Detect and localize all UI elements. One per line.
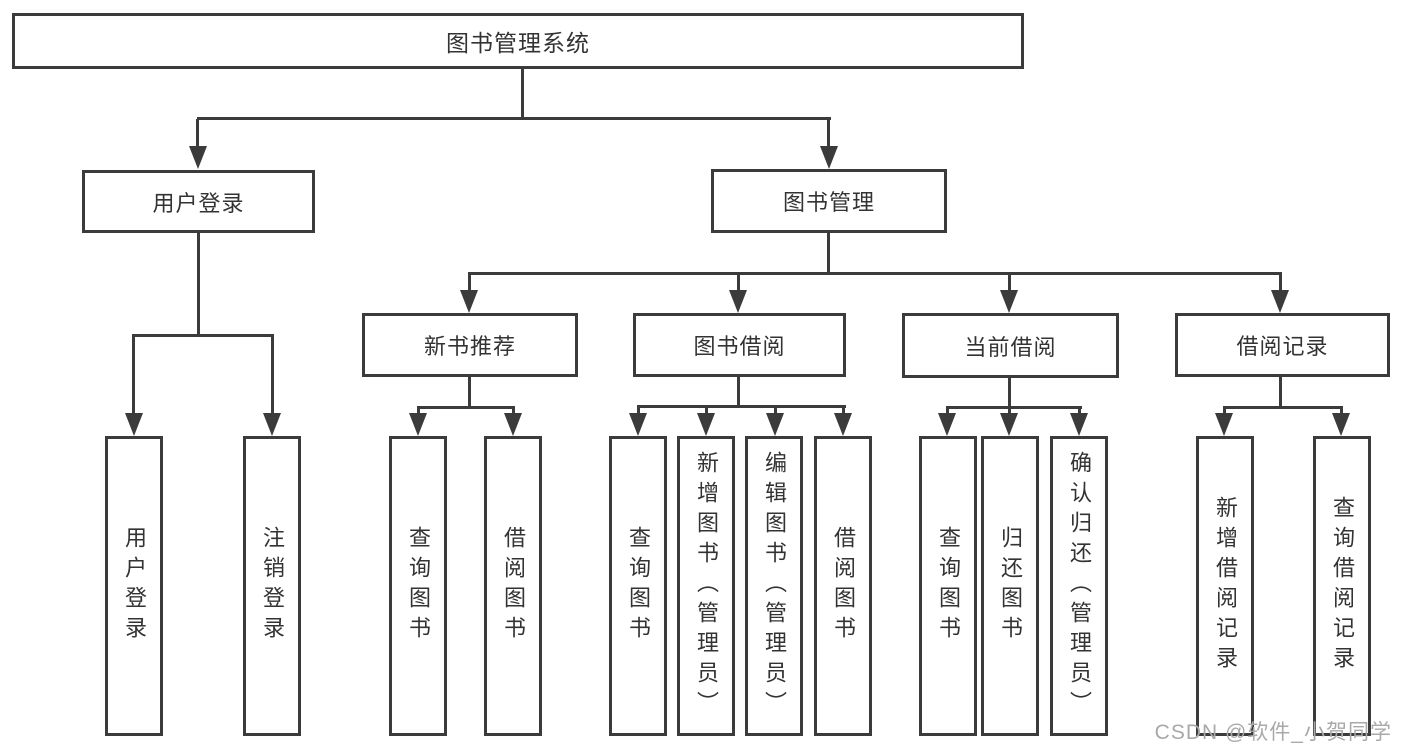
leaf-query-book-current: 查询图书 [919, 436, 977, 736]
node-label: 当前借阅 [964, 334, 1057, 360]
arrow-down-icon [1070, 413, 1088, 436]
arrow-down-icon [409, 413, 427, 436]
node-user-login: 用户登录 [82, 170, 315, 233]
node-new-book-rec: 新书推荐 [362, 313, 578, 377]
leaf-label: 查询图书 [406, 526, 431, 646]
connector-leaf-line [1078, 408, 1081, 415]
arrow-down-icon [629, 413, 647, 436]
node-book-borrow: 图书借阅 [633, 313, 846, 377]
leaf-user-login: 用户登录 [105, 436, 163, 736]
level3-branch-line [468, 272, 1282, 275]
connector-leaf-line [842, 407, 845, 415]
user-login-branch-line [132, 334, 274, 337]
arrow-down-icon [125, 413, 143, 436]
arrow-down-icon [697, 413, 715, 436]
leaf-add-book-admin: 新增图书（管理员） [677, 436, 735, 736]
connector-to-leaf-logout [271, 336, 274, 415]
arrow-down-icon [938, 413, 956, 436]
leaf-confirm-return-admin: 确认归还（管理员） [1050, 436, 1108, 736]
connector-leaf-line [774, 407, 777, 415]
connector-to-new-book [468, 274, 471, 292]
book-mgmt-stem-line [827, 233, 830, 274]
arrow-down-icon [729, 290, 747, 313]
node-book-mgmt: 图书管理 [711, 169, 947, 233]
connector-leaf-line [705, 407, 708, 415]
leaf-return-book: 归还图书 [981, 436, 1039, 736]
leaf-borrow-book-newrec: 借阅图书 [484, 436, 542, 736]
arrow-down-icon [504, 413, 522, 436]
csdn-watermark: CSDN @软件_小贺同学 [1154, 721, 1392, 744]
new-book-branch-line [417, 406, 515, 409]
arrow-down-icon [766, 413, 784, 436]
arrow-down-icon [263, 413, 281, 436]
connector-to-book-borrow [737, 274, 740, 292]
arrow-down-icon [1271, 290, 1289, 313]
leaf-borrow-book: 借阅图书 [814, 436, 872, 736]
connector-to-book-mgmt [827, 119, 830, 148]
connector-leaf-line [512, 408, 515, 415]
arrow-down-icon [460, 290, 478, 313]
user-login-stem-line [197, 233, 200, 337]
leaf-edit-book-admin: 编辑图书（管理员） [745, 436, 803, 736]
leaf-label: 确认归还（管理员） [1067, 451, 1092, 721]
leaf-query-borrow-record: 查询借阅记录 [1313, 436, 1371, 736]
leaf-label: 查询图书 [626, 526, 651, 646]
node-label: 图书借阅 [693, 334, 786, 359]
leaf-label: 借阅图书 [831, 526, 856, 646]
leaf-label: 新增借阅记录 [1213, 496, 1238, 676]
arrow-down-icon [820, 146, 838, 169]
root-stem-line [521, 69, 524, 119]
book-borrow-branch-line [637, 405, 846, 408]
arrow-down-icon [1332, 413, 1350, 436]
leaf-label: 借阅图书 [501, 526, 526, 646]
node-label: 图书管理 [782, 190, 875, 215]
new-book-stem-line [468, 377, 471, 409]
connector-leaf-line [417, 408, 420, 415]
connector-to-user-login [196, 119, 199, 148]
leaf-label: 查询借阅记录 [1330, 496, 1355, 676]
leaf-logout: 注销登录 [243, 436, 301, 736]
borrow-record-stem-line [1279, 377, 1282, 409]
node-label: 新书推荐 [423, 334, 516, 359]
leaf-query-book-newrec: 查询图书 [389, 436, 447, 736]
borrow-record-branch-line [1223, 406, 1343, 409]
current-borrow-branch-line [946, 406, 1082, 409]
leaf-query-book-borrow: 查询图书 [609, 436, 667, 736]
connector-leaf-line [1340, 408, 1343, 415]
leaf-label: 注销登录 [260, 526, 285, 646]
arrow-down-icon [1000, 413, 1018, 436]
connector-to-leaf-user-login [132, 336, 135, 415]
connector-leaf-line [946, 408, 949, 415]
leaf-add-borrow-record: 新增借阅记录 [1196, 436, 1254, 736]
connector-to-current-borrow [1008, 274, 1011, 292]
connector-leaf-line [637, 407, 640, 415]
arrow-down-icon [834, 413, 852, 436]
connector-leaf-line [1008, 408, 1011, 415]
connector-to-borrow-record [1279, 274, 1282, 292]
node-label: 图书管理系统 [446, 30, 590, 56]
arrow-down-icon [189, 146, 207, 169]
leaf-label: 编辑图书（管理员） [762, 451, 787, 721]
book-borrow-stem-line [737, 377, 740, 408]
node-root-library-system: 图书管理系统 [12, 13, 1024, 69]
arrow-down-icon [1215, 413, 1233, 436]
current-borrow-stem-line [1008, 377, 1011, 409]
connector-leaf-line [1223, 408, 1226, 415]
leaf-label: 归还图书 [998, 526, 1023, 646]
node-label: 借阅记录 [1236, 334, 1329, 359]
arrow-down-icon [1000, 290, 1018, 313]
node-borrow-record: 借阅记录 [1175, 313, 1390, 377]
level2-branch-line [197, 117, 831, 120]
leaf-label: 用户登录 [122, 526, 147, 646]
leaf-label: 查询图书 [936, 526, 961, 646]
node-current-borrow: 当前借阅 [902, 313, 1119, 378]
leaf-label: 新增图书（管理员） [694, 451, 719, 721]
node-label: 用户登录 [152, 190, 245, 216]
